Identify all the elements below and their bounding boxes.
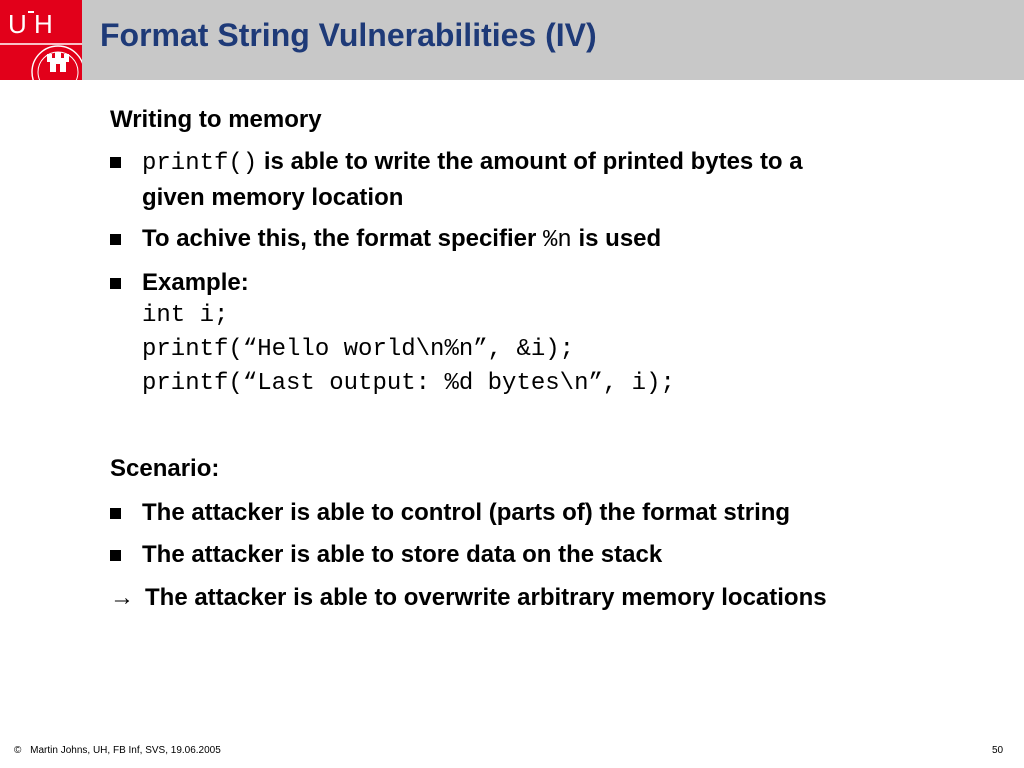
uhh-seal-icon: U H — [0, 9, 82, 80]
square-bullet-icon — [110, 157, 121, 168]
svg-text:H: H — [34, 9, 53, 39]
svg-text:U: U — [8, 9, 27, 39]
right-arrow-icon: → — [110, 584, 134, 611]
section-heading-scenario: Scenario: — [110, 455, 220, 482]
footer-credit: © Martin Johns, UH, FB Inf, SVS, 19.06.2… — [14, 745, 221, 756]
page-number: 50 — [992, 745, 1004, 756]
bullet-text-part: To achive this, the format specifier — [142, 225, 543, 252]
bullet-text-line1: printf() is able to write the amount of … — [142, 144, 803, 182]
section-heading-writing: Writing to memory — [110, 106, 322, 133]
university-logo: U H — [0, 0, 82, 80]
bullet-text-part: is able to write the amount of printed b… — [257, 148, 803, 175]
square-bullet-icon — [110, 508, 121, 519]
conclusion-text: The attacker is able to overwrite arbitr… — [145, 584, 827, 611]
square-bullet-icon — [110, 278, 121, 289]
copyright-symbol: © — [14, 745, 22, 756]
code-line: printf(“Last output: %d bytes\n”, i); — [142, 370, 675, 397]
code-line: int i; — [142, 302, 229, 329]
bullet-text: To achive this, the format specifier %n … — [142, 221, 661, 259]
bullet-text: The attacker is able to store data on th… — [142, 541, 663, 568]
bullet-text: The attacker is able to control (parts o… — [142, 499, 791, 526]
bullet-text: Example: — [142, 269, 249, 296]
square-bullet-icon — [110, 550, 121, 561]
bullet-text-part: is used — [571, 225, 662, 252]
bullet-text-line2: given memory location — [142, 184, 404, 211]
code-percent-n: %n — [543, 227, 572, 254]
square-bullet-icon — [110, 234, 121, 245]
slide-title: Format String Vulnerabilities (IV) — [100, 17, 597, 53]
footer-credit-text: Martin Johns, UH, FB Inf, SVS, 19.06.200… — [30, 745, 221, 756]
slide-header: U H Format String Vulnerabilities (IV) — [0, 0, 1024, 80]
code-line: printf(“Hello world\n%n”, &i); — [142, 336, 575, 363]
code-printf: printf() — [142, 150, 258, 177]
